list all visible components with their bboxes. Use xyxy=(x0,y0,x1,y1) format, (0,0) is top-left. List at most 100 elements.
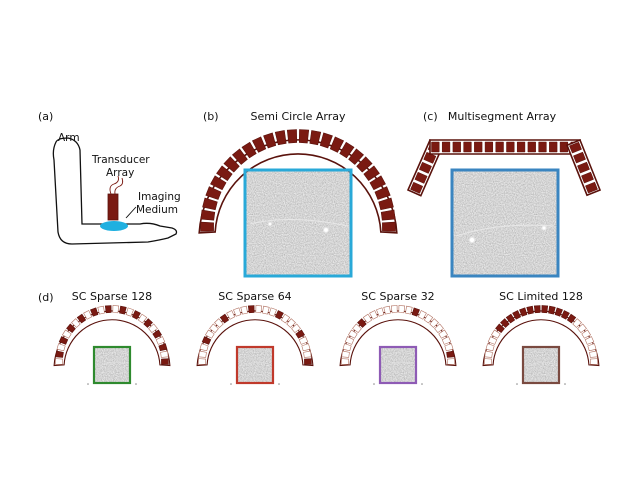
semi-circle-element xyxy=(241,141,257,159)
sparse-array-element xyxy=(268,307,277,317)
multisegment-element xyxy=(538,141,547,153)
multisegment-element xyxy=(414,171,428,184)
subpanel-4 xyxy=(482,305,600,385)
semi-circle-element xyxy=(298,129,310,144)
semi-circle-element xyxy=(329,136,345,153)
semi-circle-element xyxy=(309,130,322,146)
sparse-array-element xyxy=(369,310,379,320)
subpanel-vessel xyxy=(99,362,127,367)
semi-circle-element xyxy=(374,186,391,200)
sparse-array-element xyxy=(584,336,595,345)
sparse-array-element xyxy=(301,343,311,352)
sparse-array-element xyxy=(519,307,528,317)
multisegment-element xyxy=(577,161,590,174)
sparse-array-element xyxy=(280,313,291,324)
semi-circle-element xyxy=(378,197,394,211)
semi-circle-element xyxy=(363,165,380,181)
arm-illustration xyxy=(52,137,178,245)
sparse-array-element xyxy=(341,350,350,358)
semi-circle-element xyxy=(200,221,214,232)
subpanel-vessel xyxy=(242,362,270,367)
sparse-array-element xyxy=(125,307,134,317)
sparse-array-element xyxy=(198,358,206,365)
sparse-array-element xyxy=(295,329,306,339)
sparse-array-element xyxy=(548,305,556,315)
sparse-array-element xyxy=(143,318,153,328)
multisegment-element xyxy=(410,181,424,194)
sparse-array-element xyxy=(541,305,549,314)
sparse-array-element xyxy=(226,310,236,320)
sparse-array-element xyxy=(291,323,301,334)
sparse-array-element xyxy=(247,305,255,314)
semi-circle-element xyxy=(382,221,396,232)
sparse-array-element xyxy=(344,336,355,345)
multisegment-reconstruction xyxy=(452,170,558,276)
sparse-array-element xyxy=(255,305,263,314)
corner-dot xyxy=(278,383,280,385)
semi-circle-element xyxy=(369,175,386,191)
sparse-array-element xyxy=(219,313,230,324)
semi-circle-frame xyxy=(243,168,353,278)
sparse-array-element xyxy=(158,343,168,352)
multisegment-element xyxy=(484,141,494,153)
subpanel-reconstruction xyxy=(523,347,559,383)
arm-outline xyxy=(52,137,178,245)
sparse-array-element xyxy=(438,329,449,339)
sparse-array-element xyxy=(376,307,385,317)
semi-circle-vessels xyxy=(249,219,349,233)
multisegment-element xyxy=(506,141,515,153)
multisegment-element xyxy=(452,141,461,153)
sparse-array-element xyxy=(76,313,87,324)
multisegment-element xyxy=(527,141,536,153)
imaging-medium-blob xyxy=(100,221,128,231)
subpanel-1 xyxy=(53,305,171,385)
sparse-array-element xyxy=(581,329,592,339)
multisegment-element xyxy=(573,151,586,164)
corner-dot xyxy=(516,383,518,385)
sparse-array-element xyxy=(589,350,598,358)
sparse-array-element xyxy=(357,318,367,328)
subpanel-3 xyxy=(339,305,457,385)
sparse-array-element xyxy=(405,305,413,315)
multisegment-element xyxy=(463,141,472,153)
panel-b-tag: (b) xyxy=(203,110,219,123)
corner-dot xyxy=(87,383,89,385)
multisegment-element xyxy=(581,171,594,184)
sparse-array-element xyxy=(198,350,207,358)
sparse-array-element xyxy=(577,323,587,334)
corner-dot xyxy=(421,383,423,385)
sparse-array-element xyxy=(90,307,99,317)
subpanel-frame xyxy=(378,345,418,385)
arm-label: Arm xyxy=(58,132,80,144)
subpanel-frame xyxy=(92,345,132,385)
sparse-array-element xyxy=(83,310,93,320)
sparse-array-element xyxy=(56,343,66,352)
sparse-array-element xyxy=(434,323,444,334)
semi-circle-element xyxy=(202,197,218,211)
transducer-cable xyxy=(109,175,124,195)
subpanel-title-2: SC Sparse 64 xyxy=(218,290,292,303)
sparse-array-element xyxy=(441,336,452,345)
panel-d-tag: (d) xyxy=(38,291,54,304)
sparse-array-element xyxy=(417,310,427,320)
sparse-array-element xyxy=(587,343,597,352)
imaging-label-line2: Medium xyxy=(136,204,178,216)
imaging-leader-line xyxy=(125,206,137,219)
semi-circle-element xyxy=(319,132,333,149)
semi-circle-element xyxy=(251,136,267,153)
sparse-array-element xyxy=(512,310,522,320)
transducer-label-line2: Array xyxy=(106,167,135,179)
multisegment-element xyxy=(516,141,526,153)
semi-circle-element xyxy=(348,148,365,165)
sparse-array-element xyxy=(55,350,64,358)
sparse-array-element xyxy=(383,305,391,315)
multisegment-element xyxy=(585,181,598,194)
semi-circle-element xyxy=(339,141,355,159)
sparse-array-element xyxy=(112,305,120,314)
semi-circle-element xyxy=(205,186,222,200)
multisegment-element xyxy=(495,141,504,153)
sparse-array-row xyxy=(53,305,600,385)
corner-dot xyxy=(230,383,232,385)
semi-circle-reconstruction xyxy=(245,170,351,276)
sparse-array-element xyxy=(505,313,516,324)
